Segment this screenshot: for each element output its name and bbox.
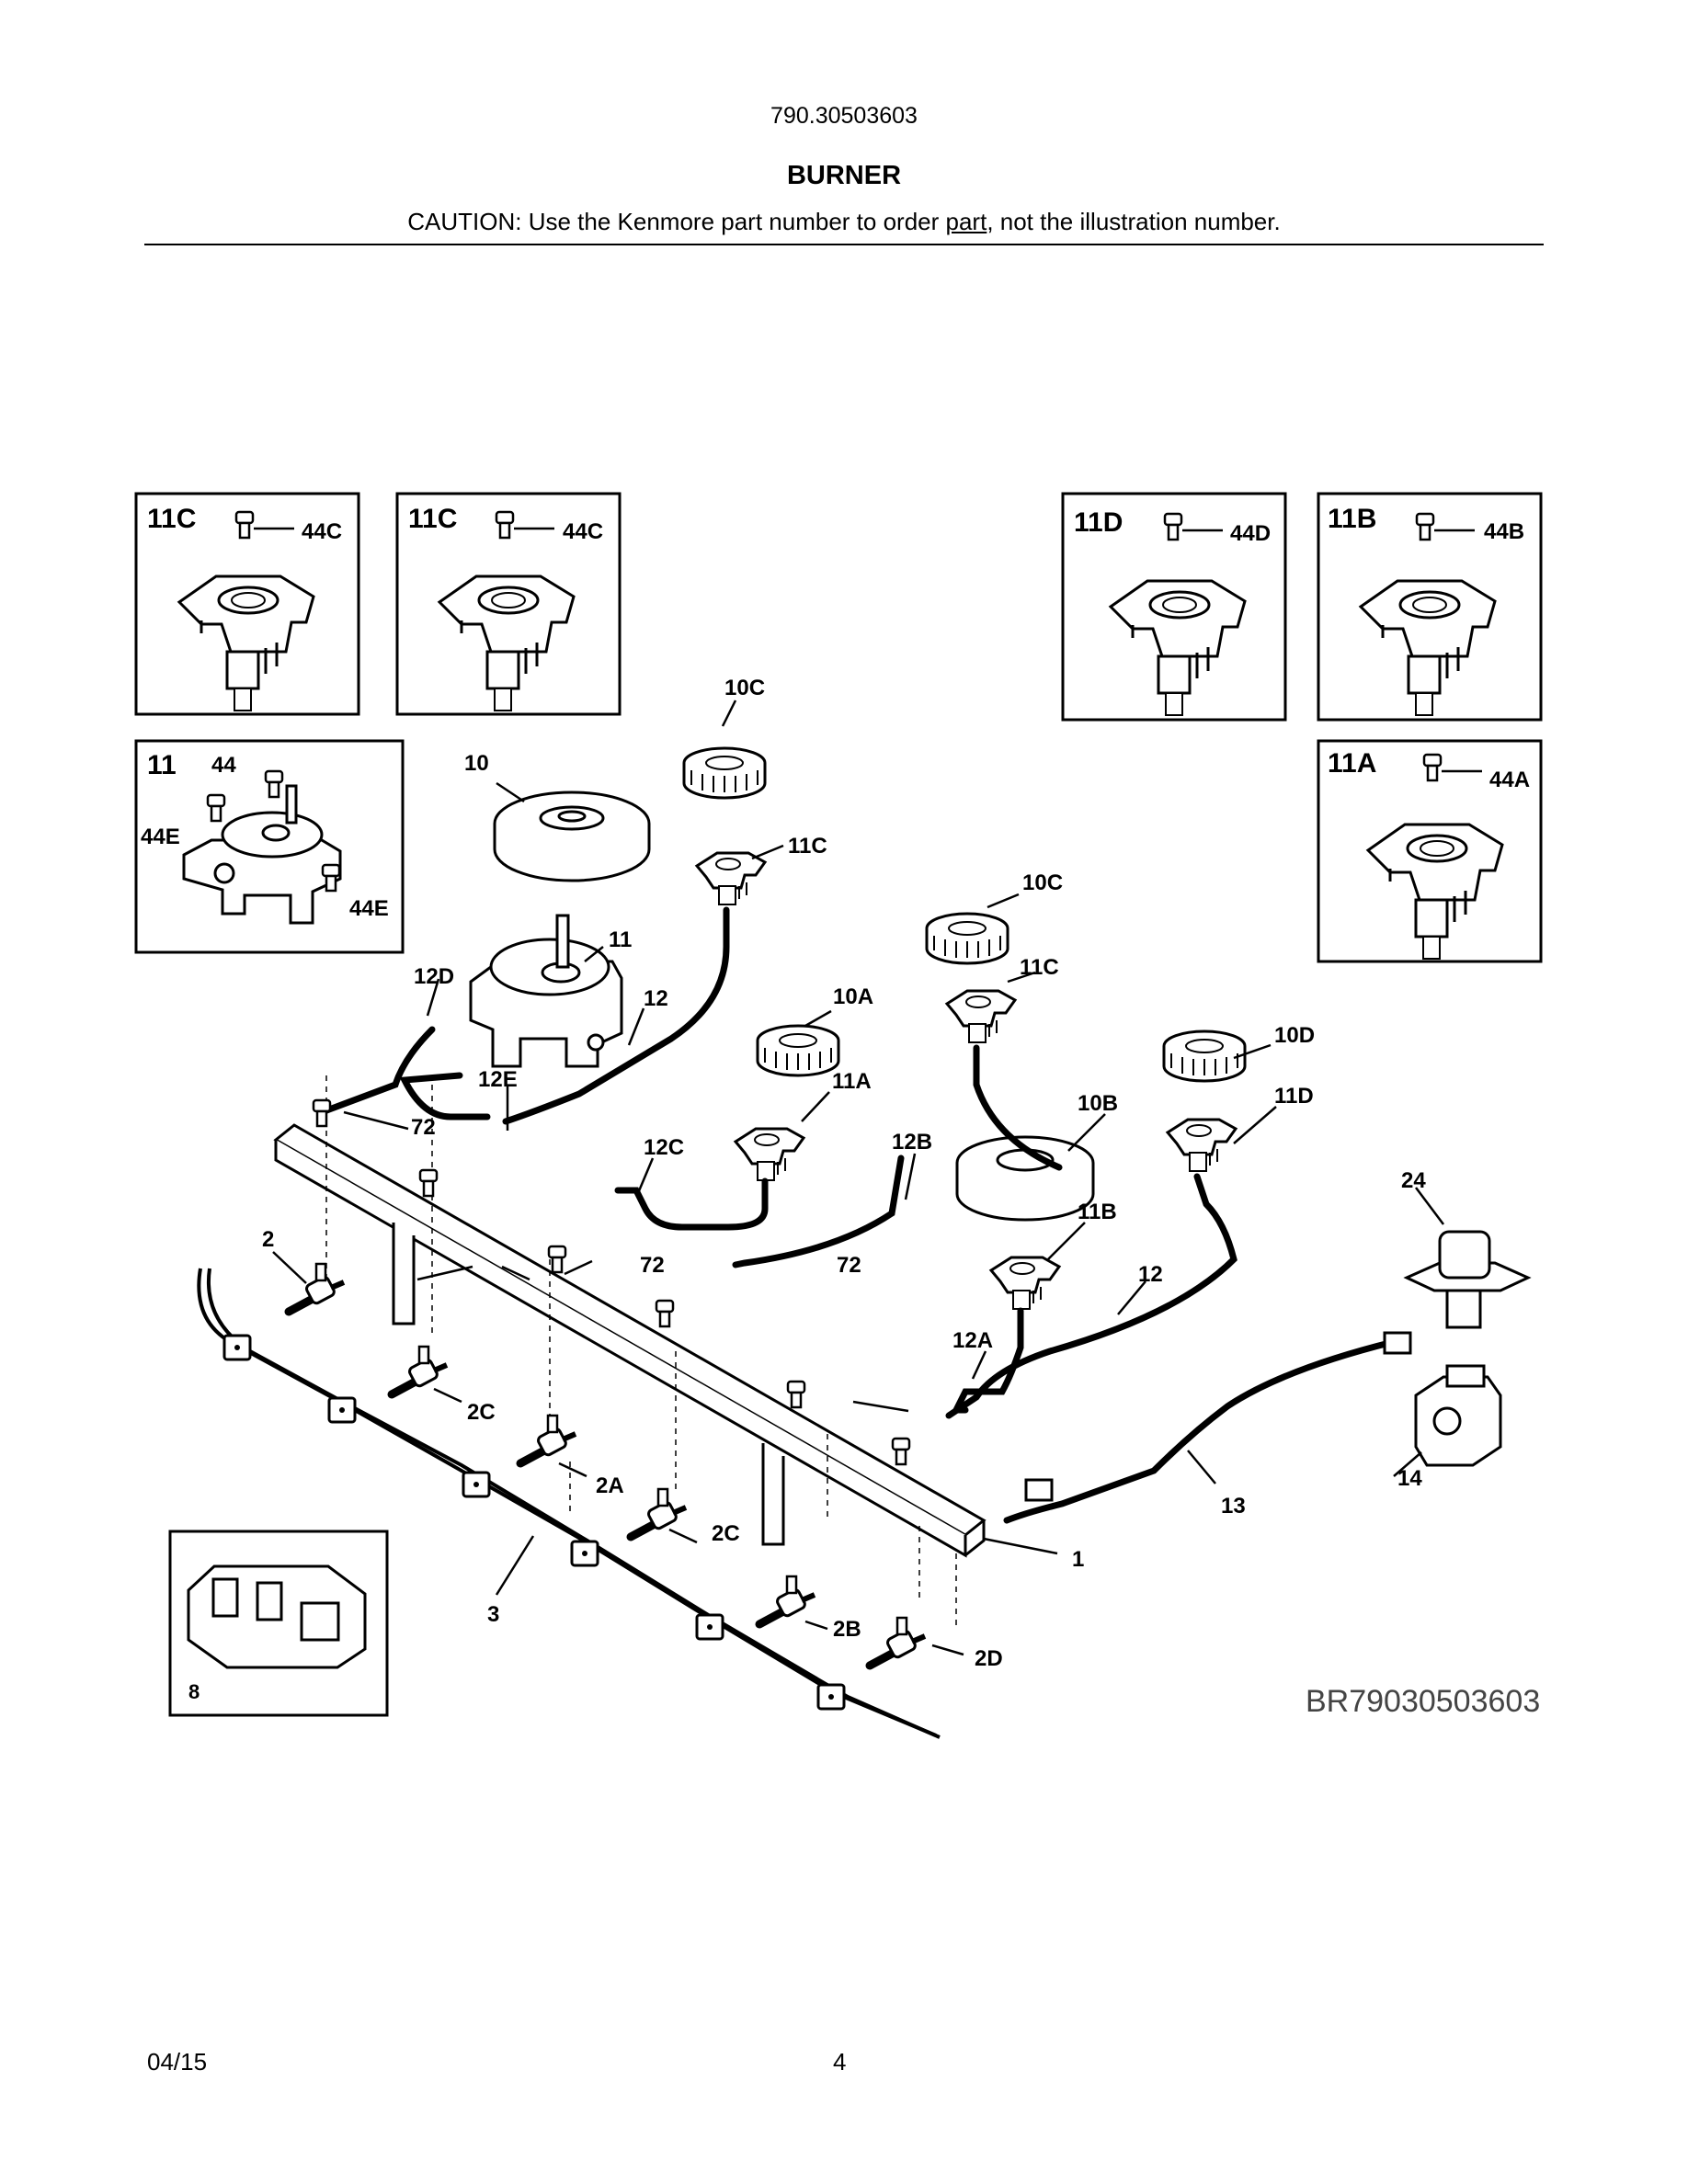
callout-label: 10B bbox=[1078, 1091, 1118, 1116]
manifold-11 bbox=[469, 914, 623, 1068]
callout-label: 24 bbox=[1401, 1168, 1426, 1193]
burner-head-10 bbox=[493, 791, 651, 882]
inset-screw-label: 44C bbox=[563, 519, 603, 544]
callout-label: 12E bbox=[478, 1067, 518, 1092]
callout-label: 1 bbox=[1072, 1547, 1084, 1572]
callout-label: 2C bbox=[467, 1400, 496, 1425]
caution-note: CAUTION: Use the Kenmore part number to … bbox=[0, 208, 1688, 236]
callout-label: 12A bbox=[952, 1328, 993, 1353]
callout-label: 10C bbox=[724, 676, 765, 700]
caution-text: CAUTION: Use the Kenmore part number to … bbox=[407, 208, 946, 235]
callout-label: 11C bbox=[788, 834, 827, 859]
callout-label: 2B bbox=[833, 1617, 861, 1642]
inset-title: 11C bbox=[147, 504, 196, 534]
callout-label: 12B bbox=[892, 1130, 932, 1155]
callout-label: 13 bbox=[1221, 1494, 1246, 1519]
callout-label: 10 bbox=[464, 751, 489, 776]
callout-label: 12 bbox=[644, 986, 668, 1011]
fitting-13 bbox=[1024, 1478, 1054, 1502]
callout-label: 10A bbox=[833, 984, 873, 1009]
inset-screw-label: 44 bbox=[211, 753, 236, 778]
inset-screw-label: 44D bbox=[1230, 521, 1271, 546]
burner-head-10b bbox=[955, 1135, 1095, 1222]
callout-label: 11B bbox=[1078, 1200, 1117, 1224]
gas-tubes bbox=[318, 906, 1397, 1524]
callout-label: 72 bbox=[640, 1253, 665, 1278]
footer-date: 04/15 bbox=[147, 2048, 208, 2076]
inset-screw-label: 44B bbox=[1484, 519, 1524, 544]
inset-title: 11 bbox=[147, 750, 177, 780]
page-title: BURNER bbox=[786, 161, 902, 190]
inset-box-11c-left bbox=[134, 492, 360, 716]
inset-box-11c-right bbox=[395, 492, 622, 716]
callout-label: 11 bbox=[609, 927, 632, 952]
callout-label: 14 bbox=[1397, 1466, 1422, 1491]
callout-label: 2A bbox=[596, 1473, 624, 1498]
part-link[interactable]: part bbox=[945, 208, 987, 235]
inset-box-11a bbox=[1317, 739, 1543, 963]
inset-labels: 11C 44C 11C 44C 11D 44D 11B 44B 11 44 44E 44E 11A 44A… bbox=[141, 504, 1530, 1703]
inset-title: 8 bbox=[188, 1680, 200, 1703]
inset-box-11 bbox=[134, 739, 405, 954]
callout-label: 72 bbox=[411, 1115, 436, 1140]
inset-box-11b bbox=[1317, 492, 1543, 722]
caution-text-end: , not the illustration number. bbox=[987, 208, 1281, 235]
model-number: 790.30503603 bbox=[770, 103, 918, 129]
header-rule bbox=[144, 244, 1544, 245]
inset-title: 11A bbox=[1328, 748, 1376, 779]
callout-label: 10D bbox=[1274, 1023, 1315, 1048]
inset-screw-label: 44E bbox=[141, 825, 180, 849]
callout-label: 2D bbox=[975, 1646, 1003, 1671]
manifold-bar-1 bbox=[273, 1123, 987, 1558]
regulator-14 bbox=[1414, 1364, 1502, 1467]
spark-module-8 bbox=[187, 1564, 367, 1669]
regulator-24 bbox=[1403, 1230, 1532, 1329]
callout-label: 10C bbox=[1022, 870, 1063, 895]
inset-box-11d bbox=[1061, 492, 1287, 722]
callout-label: 12C bbox=[644, 1135, 684, 1160]
page-number: 4 bbox=[833, 2048, 847, 2076]
inset-screw-label: 44A bbox=[1489, 768, 1530, 792]
inset-screw-label: 44E bbox=[349, 896, 389, 921]
inset-title: 11C bbox=[408, 504, 457, 534]
inset-title: 11D bbox=[1074, 507, 1123, 538]
callout-label: 3 bbox=[487, 1602, 499, 1627]
inset-box-8 bbox=[168, 1530, 389, 1717]
fitting-13-end bbox=[1383, 1331, 1412, 1355]
inset-title: 11B bbox=[1328, 504, 1376, 534]
callout-label: 11D bbox=[1274, 1084, 1314, 1109]
callout-label: 12 bbox=[1138, 1262, 1163, 1287]
callout-label: 2 bbox=[262, 1227, 274, 1252]
inset-11-manifold bbox=[182, 784, 342, 925]
callout-label: 11A bbox=[832, 1069, 872, 1094]
callout-label: 2C bbox=[712, 1521, 740, 1546]
inset-screw-label: 44C bbox=[302, 519, 342, 544]
callout-label: 72 bbox=[837, 1253, 861, 1278]
drawing-code: BR79030503603 bbox=[1306, 1684, 1541, 1719]
callout-label: 12D bbox=[414, 964, 454, 989]
callout-label: 11C bbox=[1020, 955, 1059, 980]
